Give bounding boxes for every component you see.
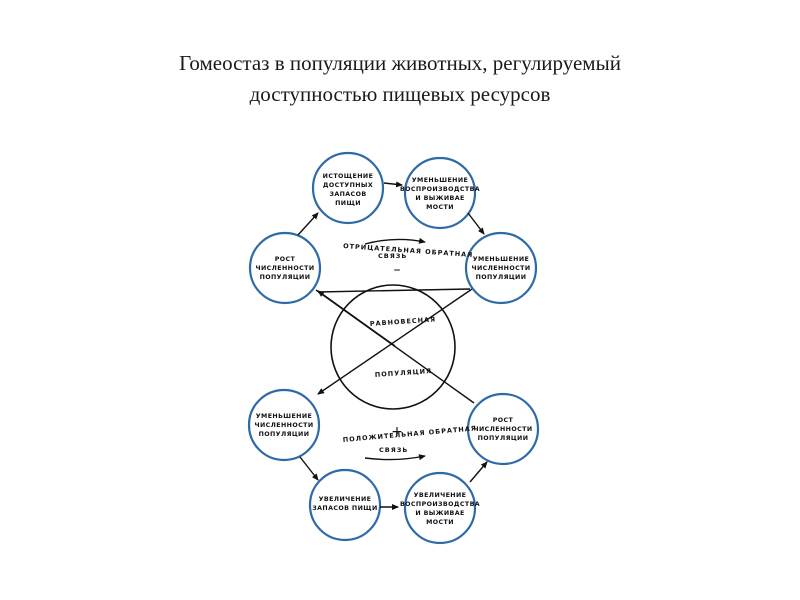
- node-increased-reproduction: УВЕЛИЧЕНИЕ ВОСПРОИЗВОДСТВА И ВЫЖИВАЕ МОС…: [400, 471, 480, 545]
- positive-feedback-label-line1: ПОЛОЖИТЕЛЬНАЯ ОБРАТНАЯ: [342, 424, 477, 444]
- node-decline-left: УМЕНЬШЕНИЕ ЧИСЛЕННОСТИ ПОПУЛЯЦИИ: [247, 388, 321, 462]
- node-growth-right-l1: РОСТ: [493, 417, 514, 424]
- node-increased-reproduction-l1: УВЕЛИЧЕНИЕ: [414, 492, 467, 499]
- node-reduced-reproduction-l4: МОСТИ: [426, 204, 454, 211]
- node-decline-right-l1: УМЕНЬШЕНИЕ: [473, 256, 529, 263]
- node-reduced-reproduction-l1: УМЕНЬШЕНИЕ: [412, 177, 468, 184]
- node-depletion: ИСТОЩЕНИЕ ДОСТУПНЫХ ЗАПАСОВ ПИЩИ: [311, 151, 385, 225]
- center-label-bottom: ПОПУЛЯЦИЯ: [375, 367, 433, 379]
- center-label-top: РАВНОВЕСНАЯ: [370, 315, 437, 328]
- negative-sign: –: [394, 262, 401, 278]
- node-decline-right-l2: ЧИСЛЕННОСТИ: [472, 265, 531, 272]
- node-increased-reproduction-l4: МОСТИ: [426, 519, 454, 526]
- negative-feedback-arc: [364, 237, 426, 245]
- positive-sign: +: [391, 424, 403, 440]
- negative-feedback-label-line2: СВЯЗЬ: [378, 252, 407, 260]
- positive-feedback-label-line2: СВЯЗЬ: [379, 446, 408, 454]
- arrow-growth-to-depletion: [297, 212, 319, 236]
- arrow-depletion-to-reduced: [383, 181, 403, 188]
- node-depletion-l4: ПИЩИ: [335, 200, 361, 207]
- page-title: Гомеостаз в популяции животных, регулиру…: [0, 48, 800, 110]
- negative-feedback-label-line1: ОТРИЦАТЕЛЬНАЯ ОБРАТНАЯ: [343, 242, 474, 259]
- node-decline-left-l3: ПОПУЛЯЦИИ: [259, 431, 310, 438]
- title-line-1: Гомеостаз в популяции животных, регулиру…: [179, 51, 621, 75]
- node-depletion-l2: ДОСТУПНЫХ: [323, 182, 373, 189]
- node-decline-left-l2: ЧИСЛЕННОСТИ: [255, 422, 314, 429]
- arrow-decline-to-food: [299, 456, 319, 481]
- node-decline-right-l3: ПОПУЛЯЦИИ: [476, 274, 527, 281]
- node-depletion-l3: ЗАПАСОВ: [329, 191, 366, 198]
- cross-line-to-growth: [317, 288, 471, 293]
- node-food-increase-l2: ЗАПАСОВ ПИЩИ: [312, 505, 377, 512]
- node-reduced-reproduction-l2: ВОСПРОИЗВОДСТВА: [400, 186, 480, 193]
- node-decline-left-l1: УМЕНЬШЕНИЕ: [256, 413, 312, 420]
- node-increased-reproduction-l3: И ВЫЖИВАЕ: [415, 510, 464, 517]
- arrow-reproduction-to-growth: [469, 461, 488, 483]
- arrow-reduced-to-decline: [467, 212, 485, 235]
- node-growth-left: РОСТ ЧИСЛЕННОСТИ ПОПУЛЯЦИИ: [248, 231, 322, 305]
- node-growth-left-l1: РОСТ: [275, 256, 296, 263]
- cross-line-a: [317, 286, 476, 395]
- cross-arrow-to-growth-left: [317, 290, 396, 347]
- node-reduced-reproduction-l3: И ВЫЖИВАЕ: [415, 195, 464, 202]
- node-growth-right: РОСТ ЧИСЛЕННОСТИ ПОПУЛЯЦИИ: [466, 392, 540, 466]
- node-reduced-reproduction: УМЕНЬШЕНИЕ ВОСПРОИЗВОДСТВА И ВЫЖИВАЕ МОС…: [400, 156, 480, 230]
- equilibrium-circle: [330, 284, 456, 410]
- node-growth-left-l3: ПОПУЛЯЦИИ: [260, 274, 311, 281]
- title-line-2: доступностью пищевых ресурсов: [249, 82, 551, 106]
- node-growth-right-l2: ЧИСЛЕННОСТИ: [474, 426, 533, 433]
- node-food-increase-l1: УВЕЛИЧЕНИЕ: [319, 496, 372, 503]
- node-growth-right-l3: ПОПУЛЯЦИИ: [478, 435, 529, 442]
- node-food-increase: УВЕЛИЧЕНИЕ ЗАПАСОВ ПИЩИ: [308, 468, 382, 542]
- node-depletion-l1: ИСТОЩЕНИЕ: [323, 173, 374, 180]
- node-increased-reproduction-l2: ВОСПРОИЗВОДСТВА: [400, 501, 480, 508]
- node-decline-right: УМЕНЬШЕНИЕ ЧИСЛЕННОСТИ ПОПУЛЯЦИИ: [464, 231, 538, 305]
- positive-feedback-arc: [364, 454, 426, 461]
- node-growth-left-l2: ЧИСЛЕННОСТИ: [256, 265, 315, 272]
